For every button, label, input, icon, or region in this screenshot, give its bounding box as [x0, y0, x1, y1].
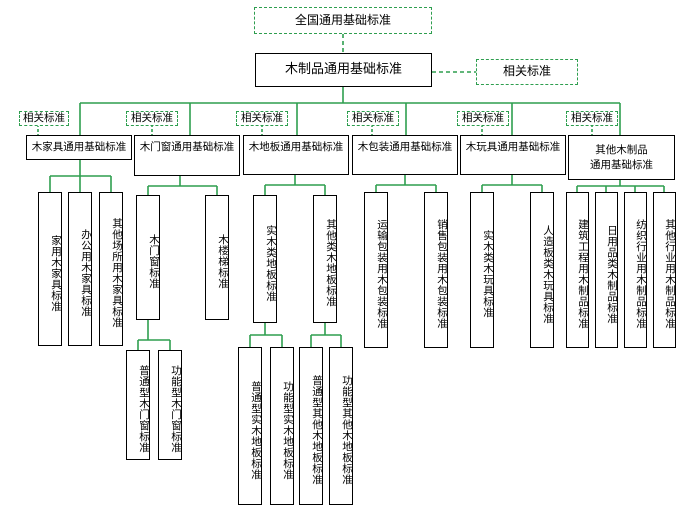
related-label-1: 相关标准 — [19, 111, 69, 126]
node-functional-solid-flooring: 功能型实木地板标准 — [270, 347, 294, 505]
related-label-3: 相关标准 — [236, 111, 288, 126]
other-products-line1: 其他木制品 — [595, 143, 648, 156]
other-products-line2: 通用基础标准 — [590, 159, 653, 171]
related-label-2: 相关标准 — [126, 111, 178, 126]
node-other-wood-products-standard: 其他木制品 通用基础标准 — [568, 135, 675, 180]
node-standard-doors-windows: 普通型木门窗标准 — [126, 350, 150, 460]
node-standard-other-flooring: 普通型其他木地板标准 — [299, 347, 323, 505]
node-national-standard: 全国通用基础标准 — [254, 7, 432, 34]
node-panel-wood-toys: 人造板类木玩具标准 — [530, 192, 554, 348]
node-other-venue-furniture: 其他场所用木家具标准 — [99, 192, 123, 346]
node-toys-standard: 木玩具通用基础标准 — [460, 135, 566, 175]
related-label-5: 相关标准 — [457, 111, 509, 126]
node-household-furniture: 家用木家具标准 — [38, 192, 62, 346]
node-packaging-standard: 木包装通用基础标准 — [352, 135, 458, 175]
related-label-4: 相关标准 — [347, 111, 399, 126]
related-label-6: 相关标准 — [566, 111, 618, 126]
node-textile-wood-products: 纺织行业用木制品标准 — [624, 192, 647, 348]
node-standard-solid-flooring: 普通型实木地板标准 — [238, 347, 262, 505]
node-functional-doors-windows: 功能型木门窗标准 — [158, 350, 182, 460]
node-doors-windows-standard: 木门窗通用基础标准 — [134, 135, 240, 176]
node-root-standard: 木制品通用基础标准 — [255, 53, 432, 87]
node-solid-wood-flooring: 实木类地板标准 — [253, 195, 277, 323]
node-wood-doors-windows: 木门窗标准 — [136, 195, 160, 320]
node-solid-wood-toys: 实木类木玩具标准 — [470, 192, 494, 348]
node-daily-wood-products: 日用品类木制品标准 — [595, 192, 618, 348]
node-functional-other-flooring: 功能型其他木地板标准 — [329, 347, 353, 505]
node-office-furniture: 办公用木家具标准 — [68, 192, 92, 346]
node-transport-packaging: 运输包装用木包装标准 — [364, 192, 388, 348]
node-construction-wood-products: 建筑工程用木制品标准 — [566, 192, 589, 348]
node-furniture-standard: 木家具通用基础标准 — [26, 135, 132, 160]
node-sales-packaging: 销售包装用木包装标准 — [424, 192, 448, 348]
node-other-industry-wood-products: 其他行业用木制品标准 — [653, 192, 676, 348]
node-related-standard-top: 相关标准 — [476, 59, 578, 85]
node-flooring-standard: 木地板通用基础标准 — [243, 135, 349, 175]
node-wood-stairs: 木楼梯标准 — [205, 195, 229, 320]
node-other-wood-flooring: 其他类木地板标准 — [313, 195, 337, 323]
